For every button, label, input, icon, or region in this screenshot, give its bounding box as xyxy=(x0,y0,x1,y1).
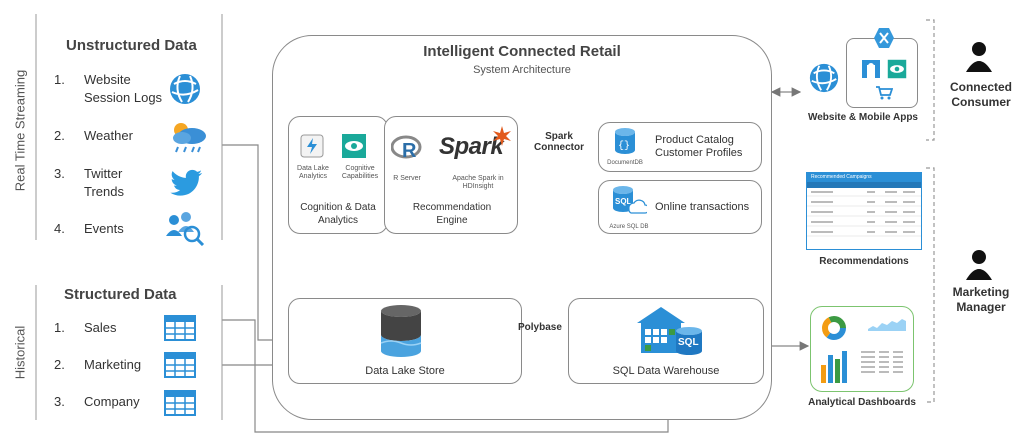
table-icon xyxy=(164,390,196,421)
list-item-website-logs: Website Session Logs xyxy=(84,72,163,105)
spark-connector-label: Spark Connector xyxy=(534,131,584,153)
historical-label: Historical xyxy=(12,325,28,380)
spark-caption: Apache Spark in HDInsight xyxy=(452,175,504,190)
svg-text:R: R xyxy=(402,140,417,162)
list-item-number: 2. xyxy=(54,128,65,143)
list-item-number: 3. xyxy=(54,166,65,181)
svg-text:{}: {} xyxy=(618,140,630,152)
data-lake-analytics-caption: Data Lake Analytics xyxy=(297,165,329,180)
analytical-dashboard-box xyxy=(810,306,914,392)
cognition-box: Data Lake Analytics Cognitive Capabiliti… xyxy=(288,116,388,234)
connected-consumer-label: Connected Consumer xyxy=(949,80,1012,109)
warehouse-icon xyxy=(635,301,705,366)
xamarin-icon xyxy=(873,27,895,54)
product-catalog-label: Product Catalog Customer Profiles xyxy=(655,134,743,159)
table-icon xyxy=(164,315,196,346)
store-icon xyxy=(861,59,881,84)
list-item-sales: Sales xyxy=(84,320,117,335)
azure-sql-caption: Azure SQL DB xyxy=(609,224,649,230)
r-server-icon: R xyxy=(390,133,425,168)
list-item-weather: Weather xyxy=(84,128,133,143)
table-rows xyxy=(807,191,921,237)
sql-data-warehouse-box: SQL SQL Data Warehouse xyxy=(568,298,764,384)
warehouse-sql-text: SQL xyxy=(678,337,699,348)
list-item-twitter: Twitter Trends xyxy=(84,166,124,199)
data-lake-store-label: Data Lake Store xyxy=(365,365,445,377)
documentdb-icon: {} xyxy=(613,127,637,160)
list-item-company: Company xyxy=(84,394,140,409)
realtime-label: Real Time Streaming xyxy=(12,69,28,192)
list-item-number: 1. xyxy=(54,320,65,335)
mobile-apps-box xyxy=(846,28,918,108)
website-apps-label: Website & Mobile Apps xyxy=(807,112,918,123)
data-lake-store-icon xyxy=(379,303,423,366)
person-icon xyxy=(964,40,994,77)
online-transactions-box: SQL Azure SQL DB Online transactions xyxy=(598,180,762,234)
data-grid-icon xyxy=(861,351,905,386)
website-globe-icon xyxy=(808,62,840,99)
data-lake-store-box: Data Lake Store xyxy=(288,298,522,384)
system-subtitle: System Architecture xyxy=(473,64,571,76)
donut-chart-icon xyxy=(821,315,847,346)
cart-icon xyxy=(875,85,894,106)
sparkline-icon xyxy=(867,317,907,336)
r-server-caption: R Server xyxy=(393,175,421,182)
recommendation-engine-box: R Spark R Server Apache Spark in HDInsig… xyxy=(384,116,518,234)
azure-sql-icon: SQL xyxy=(611,185,650,220)
list-item-number: 1. xyxy=(54,72,65,87)
recommendations-table-title: Recommended Campaigns xyxy=(811,174,872,180)
eye-icon xyxy=(887,59,907,84)
svg-text:SQL: SQL xyxy=(615,197,632,206)
recommendations-table: Recommended Campaigns xyxy=(806,172,922,250)
structured-title: Structured Data xyxy=(64,286,177,303)
analytical-dashboards-label: Analytical Dashboards xyxy=(808,397,916,408)
spark-logo-text: Spark xyxy=(439,133,504,160)
list-item-marketing: Marketing xyxy=(84,357,142,372)
spark-star-icon xyxy=(491,125,513,152)
product-catalog-box: {} DocumentDB Product Catalog Customer P… xyxy=(598,122,762,172)
sql-data-warehouse-label: SQL Data Warehouse xyxy=(612,365,720,377)
list-item-number: 3. xyxy=(54,394,65,409)
table-icon xyxy=(164,352,196,383)
recommendations-label: Recommendations xyxy=(819,256,909,267)
polybase-label: Polybase xyxy=(518,322,562,333)
recommendations-table-header xyxy=(807,173,921,182)
eye-icon xyxy=(341,133,367,164)
events-people-icon xyxy=(164,210,208,251)
system-title: Intelligent Connected Retail xyxy=(423,43,621,60)
documentdb-caption: DocumentDB xyxy=(607,160,643,166)
bar-chart-icon xyxy=(819,347,851,390)
globe-icon xyxy=(168,72,202,111)
cognitive-capabilities-caption: Cognitive Capabilities xyxy=(341,165,379,180)
list-item-number: 2. xyxy=(54,357,65,372)
cognition-label: Cognition & Data Analytics xyxy=(300,202,376,226)
data-lake-analytics-icon xyxy=(299,133,325,164)
person-icon xyxy=(964,248,994,285)
recommendation-label: Recommendation Engine xyxy=(412,202,492,226)
list-item-number: 4. xyxy=(54,221,65,236)
marketing-manager-label: Marketing Manager xyxy=(952,285,1010,314)
twitter-icon xyxy=(170,168,204,203)
unstructured-title: Unstructured Data xyxy=(66,37,197,54)
online-transactions-label: Online transactions xyxy=(655,201,750,213)
list-item-events: Events xyxy=(84,221,124,236)
weather-icon xyxy=(166,118,210,163)
